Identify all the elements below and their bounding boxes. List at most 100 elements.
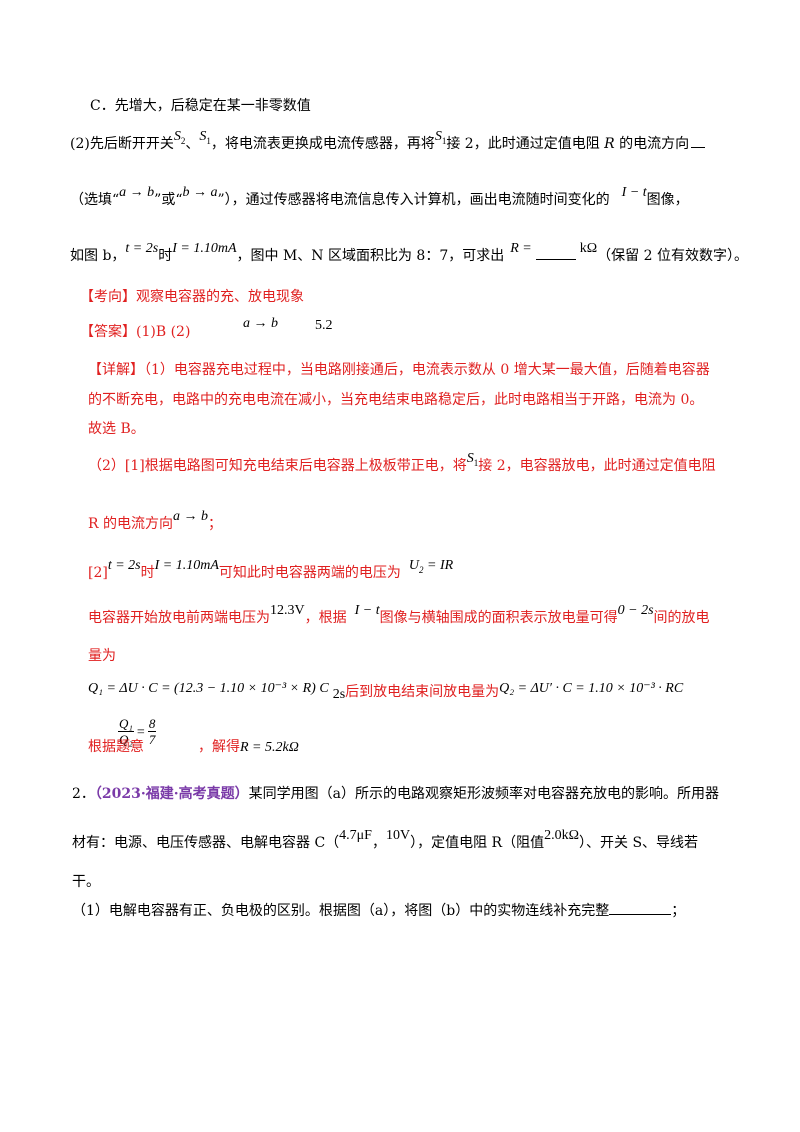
q2-line3: 干。 (72, 874, 100, 890)
shi: 时 (158, 248, 173, 264)
answer-blank-direction[interactable] (691, 133, 706, 148)
graph-word: 图像， (646, 192, 689, 208)
q2-line1-text: 某同学用图（a）所示的电路观察矩形波频率对电容器充放电的影响。所用器 (248, 786, 719, 802)
q2-voltage: 10V (385, 828, 411, 843)
detail-p2-line2: R 的电流方向a → b； (88, 509, 222, 535)
detail-p2-line2a: R 的电流方向 (88, 516, 173, 532)
detail-p2-line1a: （2）[1]根据电路图可知充电结束后电容器上极板带正电，将 (88, 458, 467, 474)
detail-label: 【详解】 (88, 362, 144, 378)
detail-ratio-block: Q₁ Q₂ = 8 7 (88, 716, 157, 747)
detail-p2-line2b: ； (208, 516, 222, 532)
answer-blank-r[interactable] (535, 245, 576, 260)
detail-p3-i: I = 1.10mA (154, 558, 219, 573)
ratio-den: Q₂ (119, 732, 133, 747)
switch-s1-again: S (434, 129, 442, 144)
detail-p4-a: 电容器开始放电前两端电压为 (88, 610, 270, 626)
part2-mid: ，将电流表更换成电流传感器，再将 (210, 136, 435, 152)
detail-p3-shi: 时 (140, 565, 155, 581)
detail-q1-text: 后到放电结束间放电量为 (345, 684, 500, 700)
detail-p3-prefix: [2] (88, 565, 108, 581)
detail-p4-b: ，根据 (304, 610, 347, 626)
answer-blank-wiring[interactable] (609, 900, 672, 915)
detail-p4-it: I − t (354, 603, 380, 618)
detail-switch-s1: S (466, 451, 474, 466)
detail-p1-line1: （1）电容器充电过程中，当电路刚接通后，电流表示数从 0 增大某一最大值，后随着… (144, 362, 710, 378)
detail-line1: 【详解】（1）电容器充电过程中，当电路刚接通后，电流表示数从 0 增大某一最大值… (88, 360, 710, 380)
detail-switch-s1-sub: 1 (473, 457, 479, 468)
t-equals: t = 2s (125, 241, 159, 256)
kohm-unit: kΩ (579, 241, 598, 256)
detail-ab: a → b (173, 509, 208, 524)
answer-text: (1)B (2) (136, 324, 191, 340)
q2-source: （2023·福建·高考真题） (94, 786, 249, 802)
detail-final-a: 根据题意 (88, 739, 144, 755)
kaoxiang-label: 【考向】 (80, 289, 136, 305)
detail-p4-line2: 量为 (88, 648, 116, 664)
detail-p4-voltage: 12.3V (270, 603, 305, 618)
q2-resistance: 2.0kΩ (544, 828, 579, 843)
option-b-to-a: b → a (182, 185, 218, 200)
q2-sub1: （1）电解电容器有正、负电极的区别。根据图（a），将图（b）中的实物连线补充完整… (72, 900, 685, 921)
options-or: ”或“ (154, 192, 183, 208)
q2-line2b: ），定值电阻 R（阻值 (410, 835, 545, 851)
question-part2-line3: 如图 b，t = 2s时I = 1.10mA，图中 M、N 区域面积比为 8：7… (70, 241, 748, 267)
mn-text: ，图中 M、N 区域面积比为 8：7，可求出 (236, 248, 505, 264)
ratio-n: 8 (147, 716, 157, 732)
q2-sub1-end: ； (671, 903, 686, 919)
detail-p3-u: U (408, 558, 420, 573)
switch-s1-again-sub: 1 (441, 135, 447, 146)
q2-line1: 2．（2023·福建·高考真题）某同学用图（a）所示的电路观察矩形波频率对电容器… (72, 784, 719, 804)
q2-comma: ， (371, 835, 386, 851)
detail-p2-line1b: 接 2，电容器放电，此时通过定值电阻 (478, 458, 716, 474)
option-c: C．先增大，后稳定在某一非零数值 (90, 98, 311, 114)
detail-p1-line2: 的不断充电，电路中的充电电流在减小，当充电结束电路稳定后，此时电路相当于开路，电… (88, 392, 704, 408)
q2-line2a: 材有：电源、电压传感器、电解电容器 C（ (72, 835, 340, 851)
options-close: ”），通过传感器将电流信息传入计算机，画出电流随时间变化的 (217, 192, 610, 208)
switch-s2-sub: 2 (180, 135, 186, 146)
detail-p4-d: 间的放电 (653, 610, 710, 626)
r-equals: R = (510, 241, 532, 256)
detail-p3-text: 可知此时电容器两端的电压为 (218, 565, 401, 581)
options-open: （选填“ (70, 192, 120, 208)
ratio-eq: = (136, 724, 145, 740)
kaoxiang-line: 【考向】观察电容器的充、放电现象 (80, 287, 304, 307)
fig-b-text: 如图 b， (70, 248, 126, 264)
question-part2-line2: （选填“a → b”或“b → a”），通过传感器将电流信息传入计算机，画出电流… (70, 185, 689, 211)
detail-p1-line3: 故选 B。 (88, 421, 145, 437)
option-a-to-b: a → b (119, 185, 155, 200)
detail-final-r: R = 5.2kΩ (240, 740, 299, 755)
question-part2-line1: (2)先后断开开关S2、S1，将电流表更换成电流传感器，再将S1接 2，此时通过… (70, 129, 706, 159)
detail-q2-expr: Q₂ = ΔU′ · C = 1.10 × 10⁻³ · RC (499, 681, 684, 696)
switch-s1-sub: 1 (206, 135, 211, 146)
separator: 、 (185, 136, 200, 152)
part2-end: 的电流方向 (614, 136, 690, 152)
detail-q-line: Q₁ = ΔU · C = (12.3 − 1.10 × 10⁻³ × R) C… (88, 678, 684, 702)
i-equals: I = 1.10mA (172, 241, 237, 256)
detail-p4-range: 0 − 2s (617, 603, 654, 618)
kaoxiang-text: 观察电容器的充、放电现象 (136, 289, 304, 305)
switch-s1: S (199, 129, 207, 144)
switch-s2: S (173, 129, 181, 144)
ratio-d: 7 (148, 732, 156, 747)
detail-p3-t: t = 2s (107, 558, 141, 573)
q2-line2c: ）、开关 S、导线若 (579, 835, 699, 851)
detail-p4-line1: 电容器开始放电前两端电压为12.3V，根据 I − t图像与横轴围成的面积表示放电… (88, 603, 710, 629)
part2-mid2: 接 2，此时通过定值电阻 (446, 136, 605, 152)
q2-line2: 材有：电源、电压传感器、电解电容器 C（4.7μF，10V），定值电阻 R（阻值… (72, 828, 699, 854)
detail-p3-u-rest: = IR (423, 558, 454, 573)
answer-ab: a → b (243, 316, 278, 331)
ratio-num: Q₁ (118, 716, 134, 732)
q2-capacitance: 4.7μF (339, 828, 372, 843)
i-t-graph-label: I − t (621, 185, 647, 200)
answer-value: 5.2 (315, 318, 333, 333)
q2-sub1-text: （1）电解电容器有正、负电极的区别。根据图（a），将图（b）中的实物连线补充完整 (72, 903, 610, 919)
answer-label: 【答案】 (80, 324, 136, 340)
detail-final-b: ，解得 (198, 739, 240, 755)
resistor-r: R (604, 136, 615, 152)
detail-p4-c: 图像与横轴围成的面积表示放电量可得 (379, 610, 618, 626)
part2-prefix: (2)先后断开开关 (70, 136, 174, 152)
detail-p2-line1: （2）[1]根据电路图可知充电结束后电容器上极板带正电，将S1接 2，电容器放电… (88, 451, 716, 481)
detail-q1-expr: Q₁ = ΔU · C = (12.3 − 1.10 × 10⁻³ × R) C (88, 681, 329, 696)
detail-final-line: 根据题意 ，解得R = 5.2kΩ (88, 737, 299, 758)
